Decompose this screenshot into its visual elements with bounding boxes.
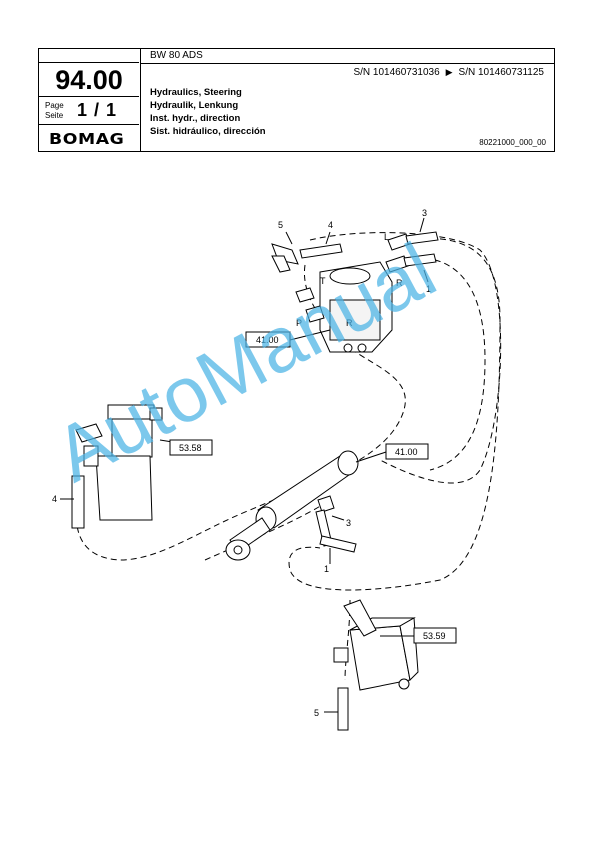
ref-box-41-00-cylinder: 41.00 — [395, 447, 418, 457]
title-list: Hydraulics, Steering Hydraulik, Lenkung … — [150, 86, 266, 138]
bomag-logo: BOMAG — [49, 130, 125, 148]
title-fr: Inst. hydr., direction — [150, 113, 241, 124]
port-l: L — [384, 232, 389, 242]
hose-route-3 — [288, 237, 501, 591]
port-labels: L R T P R — [296, 232, 403, 328]
callout-3-top: 3 — [422, 208, 427, 218]
machine-model: BW 80 ADS — [140, 49, 554, 64]
callout-5-valve: 5 — [314, 708, 319, 718]
callout-1-cylinder: 1 — [324, 564, 329, 574]
callout-1-top: 1 — [426, 284, 431, 294]
title-de: Hydraulik, Lenkung — [150, 100, 239, 111]
callout-5-top: 5 — [278, 220, 283, 230]
port-t: T — [320, 276, 326, 286]
hose-fitting-4 — [299, 243, 343, 259]
page-label: Page Seite — [45, 101, 64, 120]
hose-route-cylinder — [204, 499, 331, 561]
title-es: Sist. hidráulico, dirección — [150, 126, 266, 137]
callout-leaders — [60, 217, 429, 713]
hose-route-4 — [309, 232, 502, 484]
arrow-right-icon: ▶ — [445, 67, 453, 77]
hose-1-cylinder — [319, 535, 357, 553]
page-number: 1 / 1 — [77, 100, 118, 120]
logo-cell: BOMAG — [39, 125, 139, 151]
port-r-lower: R — [346, 318, 353, 328]
port-r: R — [396, 278, 403, 288]
hose-4-left — [71, 475, 85, 529]
steering-unit — [271, 231, 439, 353]
title-block-left: 94.00 Page Seite 1 / 1 BOMAG — [39, 49, 141, 151]
callout-4-top: 4 — [328, 220, 333, 230]
ref-box-53-58: 53.58 — [179, 443, 202, 453]
title-block-right: BW 80 ADS S/N 101460731036▶S/N 101460731… — [140, 49, 554, 151]
serial-range: S/N 101460731036 ▶ S/N 101460731125 — [353, 67, 544, 78]
section-number: 94.00 — [39, 63, 139, 97]
steering-cylinder — [225, 450, 359, 561]
title-en: Hydraulics, Steering — [150, 87, 242, 98]
hydraulic-steering-diagram: 41.00 53.58 41.00 53.59 5 4 3 1 4 3 1 5 … — [52, 208, 502, 731]
priority-valve — [333, 599, 419, 731]
callout-4-left: 4 — [52, 494, 57, 504]
callout-3-cylinder: 3 — [346, 518, 351, 528]
hose-5-valve — [337, 687, 349, 731]
callout-numbers: 5 4 3 1 4 3 1 5 — [52, 208, 431, 718]
ref-box-41-00-top: 41.00 — [256, 335, 279, 345]
blank-cell — [39, 49, 139, 63]
port-p: P — [296, 318, 302, 328]
ref-box-53-59: 53.59 — [423, 631, 446, 641]
title-block: 94.00 Page Seite 1 / 1 BOMAG BW 80 ADS S… — [38, 48, 555, 152]
valve-hose — [343, 599, 377, 637]
serial-from: S/N 101460731036 — [353, 67, 440, 78]
serial-to: S/N 101460731125 — [458, 67, 544, 78]
page-cell: Page Seite 1 / 1 — [39, 97, 139, 125]
document-number: 80221000_000_00 — [479, 138, 546, 147]
hose-route-1 — [424, 257, 486, 471]
filter-canister — [95, 455, 153, 521]
oil-filter — [71, 404, 163, 529]
reference-boxes: 41.00 53.58 41.00 53.59 — [169, 331, 457, 644]
hose-route-valve — [344, 599, 351, 681]
